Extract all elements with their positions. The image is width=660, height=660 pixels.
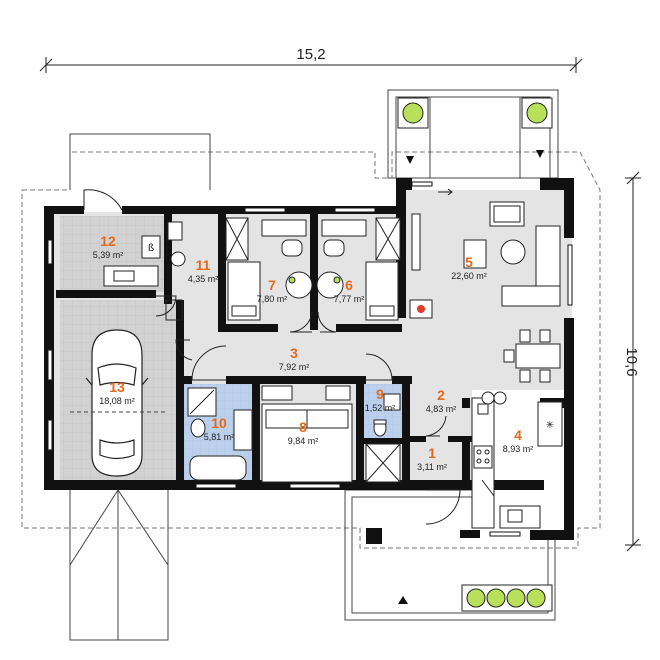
room-area: 8,93 m² [503, 444, 534, 454]
bedroom-8-furniture [261, 385, 401, 483]
room-label-2: 24,83 m² [426, 387, 457, 414]
roof-outline [21, 151, 601, 549]
plant-icon [521, 97, 553, 129]
dimension-top: 15,2 [39, 46, 583, 73]
width-label: 15,2 [296, 46, 325, 63]
room-area: 4,83 m² [426, 404, 457, 414]
room-number: 3 [290, 345, 298, 361]
living-furniture [411, 201, 561, 383]
room-label-9: 91,52 m² [365, 386, 396, 413]
hatch-icon [165, 299, 183, 321]
room-label-5: 522,60 m² [451, 254, 487, 281]
room-area: 1,52 m² [365, 403, 396, 413]
room-number: 2 [437, 387, 445, 403]
room-label-4: 48,93 m² [503, 427, 534, 454]
svg-text:✳: ✳ [546, 420, 554, 431]
room-area: 22,60 m² [451, 271, 487, 281]
room-number: 1 [428, 445, 436, 461]
wc-fixtures [373, 393, 401, 437]
entrance-markers [398, 150, 544, 604]
room-area: 18,08 m² [99, 396, 135, 406]
room-labels: 13,11 m² 24,83 m² 37,92 m² 48,93 m² 522,60 m… [93, 233, 534, 472]
windows [47, 181, 573, 537]
room-label-10: 105,81 m² [204, 415, 235, 442]
room-area: 5,39 m² [93, 250, 124, 260]
room-area: 7,92 m² [279, 362, 310, 372]
room-number: 5 [465, 254, 473, 270]
room-number: 8 [299, 419, 307, 435]
fireplace-icon [409, 299, 433, 319]
bathroom-fixtures [187, 387, 253, 481]
dimension-right: 10,6 [623, 171, 641, 552]
room-area: 7,80 m² [257, 294, 288, 304]
plant-icon [397, 97, 429, 129]
plant-pots [397, 97, 553, 612]
room-area: 3,11 m² [417, 462, 447, 472]
room-label-6: 67,77 m² [334, 277, 365, 304]
room-number: 6 [345, 277, 353, 293]
room-label-1: 13,11 m² [417, 445, 447, 472]
room-number: 9 [376, 386, 384, 402]
room-area: 7,77 m² [334, 294, 365, 304]
pergola-top [387, 89, 559, 179]
utility-fixtures: ß [103, 221, 186, 287]
room-number: 11 [196, 257, 211, 273]
room-number: 12 [100, 233, 116, 249]
carport [69, 133, 211, 641]
room-area: 4,35 m² [188, 274, 219, 284]
bedroom-6-furniture [316, 217, 401, 321]
room-number: 7 [268, 277, 276, 293]
car-icon [85, 329, 149, 477]
svg-text:ß: ß [148, 243, 154, 254]
doors [83, 189, 461, 525]
room-label-8: 89,84 m² [288, 419, 319, 446]
kitchen-fixtures: ✳ [471, 391, 563, 529]
room-label-7: 77,80 m² [257, 277, 288, 304]
room-number: 4 [514, 427, 522, 443]
bedroom-7-furniture [225, 217, 313, 321]
room-label-11: 114,35 m² [188, 257, 219, 284]
room-number: 13 [109, 379, 125, 395]
plant-icon [461, 584, 553, 612]
room-area: 9,84 m² [288, 436, 319, 446]
room-area: 5,81 m² [204, 432, 235, 442]
height-label: 10,6 [623, 347, 640, 376]
room-label-3: 37,92 m² [279, 345, 310, 372]
room-number: 10 [211, 415, 227, 431]
entry-arrow-icon [438, 188, 453, 196]
room-label-12: 125,39 m² [93, 233, 124, 260]
